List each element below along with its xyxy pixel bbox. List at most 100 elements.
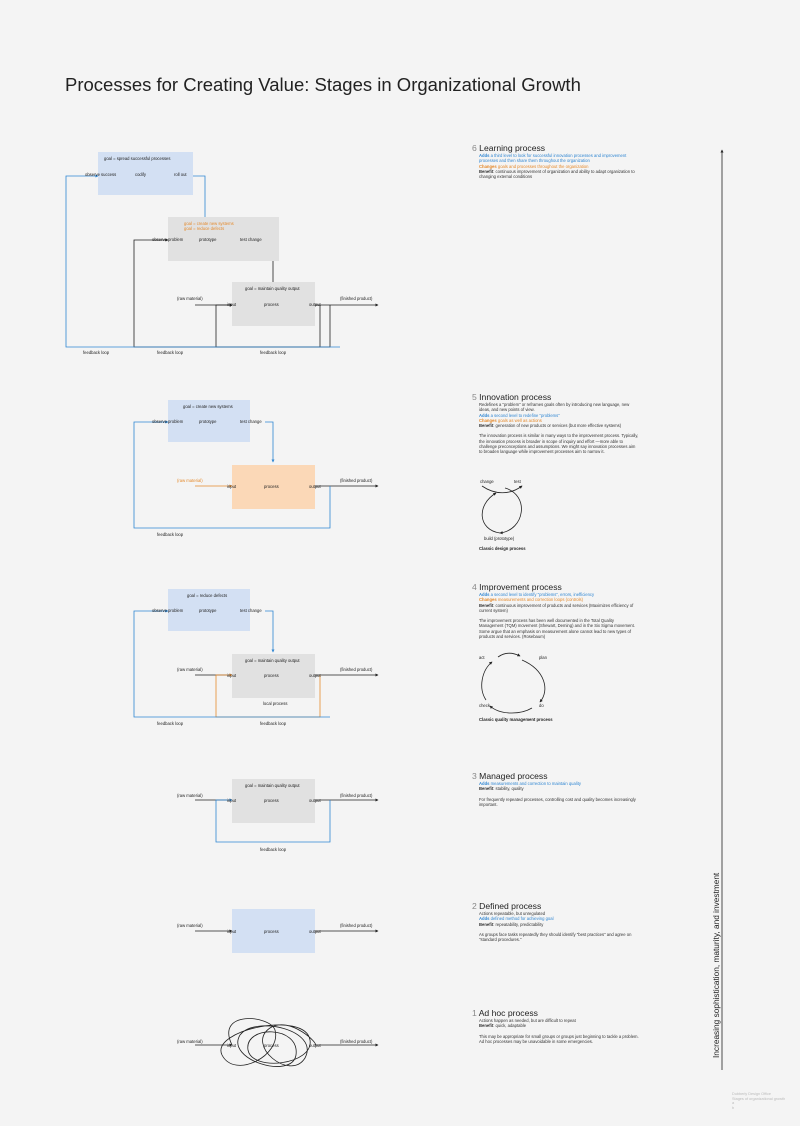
stage-2-number: 2 bbox=[472, 901, 477, 911]
s6-output: output bbox=[309, 302, 321, 307]
s5-feedback: feedback loop bbox=[157, 532, 184, 537]
stage-5-heading: 5 Innovation process bbox=[472, 392, 551, 402]
s6-codify: codify bbox=[135, 172, 146, 177]
s4-box-reduce bbox=[168, 589, 250, 631]
s3-adds-text: measurements and correction to maintain … bbox=[490, 781, 581, 786]
s3-raw-material: (raw material) bbox=[177, 793, 203, 798]
s6-goal-maintain: goal = maintain quality output bbox=[245, 286, 300, 291]
s5-testchange bbox=[265, 421, 275, 463]
s5-raw-material: (raw material) bbox=[177, 478, 203, 483]
quality-arc-check-act bbox=[481, 661, 493, 701]
stage-6-heading: 6 Learning process bbox=[472, 143, 545, 153]
s6-finished-product: (finished product) bbox=[340, 296, 373, 301]
s6-observe-success: observe success bbox=[85, 172, 117, 177]
s3-finished-product: (finished product) bbox=[340, 793, 373, 798]
s2-intro: Actions repeatable, but unregulated bbox=[479, 911, 546, 916]
s2-finished-product: (finished product) bbox=[340, 923, 373, 928]
s2-raw-material: (raw material) bbox=[177, 923, 203, 928]
s2-adds-text: defined method for achieving goal bbox=[490, 916, 554, 922]
s4-testchange bbox=[265, 610, 275, 653]
s2-benefit-text: : repeatability, predictability bbox=[493, 921, 544, 927]
s2-output: output bbox=[309, 929, 321, 934]
s4-observe-problem: observe problem bbox=[152, 608, 184, 613]
s6-prototype: prototype bbox=[199, 237, 217, 242]
s3-adds-label: Adds bbox=[479, 781, 490, 786]
footer: Dubberly Design Office Stages of organiz… bbox=[732, 1092, 792, 1111]
s3-process: process bbox=[264, 798, 279, 803]
quality-caption: Classic quality management process bbox=[479, 717, 553, 722]
s4-input: input bbox=[227, 673, 237, 678]
stage-4-name: Improvement process bbox=[479, 582, 562, 592]
s4-changes-label: Changes bbox=[479, 597, 497, 603]
s6-rollout bbox=[192, 175, 207, 223]
s6-goal-create: goal = create new systems bbox=[184, 221, 234, 226]
s6-box-process bbox=[232, 282, 315, 326]
s6-box-spread bbox=[98, 152, 193, 195]
s4-benefit-text: : continuous improvement of products and… bbox=[479, 602, 634, 613]
s5-prototype: prototype bbox=[199, 419, 217, 424]
s6-rollout-label: roll out bbox=[174, 172, 187, 177]
stage-6-name: Learning process bbox=[479, 143, 546, 153]
s4-note: The improvement process has been well do… bbox=[479, 618, 635, 640]
s3-note: For frequently repeated processes, contr… bbox=[479, 796, 636, 807]
s5-note: The innovation process is similar in man… bbox=[479, 433, 639, 455]
s6-goal-spread: goal = spread successful processes bbox=[104, 156, 171, 161]
stage-2-desc: Actions repeatable, but unregulated Adds… bbox=[479, 911, 639, 942]
stage-5-desc: Redefines a "problem" or reframes goals … bbox=[479, 402, 639, 455]
s4-feedback-2: feedback loop bbox=[260, 721, 287, 726]
s5-test-change: test change bbox=[240, 419, 262, 424]
stage-3-number: 3 bbox=[472, 771, 477, 781]
quality-act: act bbox=[479, 655, 485, 660]
quality-do: do bbox=[539, 703, 544, 708]
s2-adds-label: Adds bbox=[479, 916, 490, 922]
s6-adds-label: Adds bbox=[479, 153, 490, 158]
s2-note: As groups face tasks repeatedly they sho… bbox=[479, 931, 632, 943]
s4-prototype: prototype bbox=[199, 608, 217, 613]
s2-benefit-label: Benefit bbox=[479, 921, 494, 927]
s4-adds-text: a second level to identify "problems", e… bbox=[490, 592, 595, 597]
s6-raw-material: (raw material) bbox=[177, 296, 203, 301]
stage-5-name: Innovation process bbox=[479, 392, 552, 402]
s4-local-process: local process bbox=[263, 701, 288, 706]
s5-process: process bbox=[264, 484, 279, 489]
quality-arc-act-plan bbox=[497, 652, 521, 658]
s1-input: input bbox=[227, 1043, 237, 1048]
stage-1-name: Ad hoc process bbox=[478, 1008, 538, 1018]
axis-label: Increasing sophistication, maturity, and… bbox=[711, 872, 721, 1058]
s1-benefit-label: Benefit bbox=[479, 1023, 494, 1029]
design-caption: Classic design process bbox=[479, 546, 526, 551]
s1-finished-product: (finished product) bbox=[340, 1039, 373, 1044]
s2-input: input bbox=[227, 929, 237, 934]
stage-3-name: Managed process bbox=[479, 771, 548, 781]
s4-raw-material: (raw material) bbox=[177, 667, 203, 672]
stage-5-number: 5 bbox=[472, 392, 477, 402]
s5-observe-problem: observe problem bbox=[152, 419, 184, 424]
s4-benefit-label: Benefit bbox=[479, 602, 494, 608]
stage-1-number: 1 bbox=[472, 1008, 477, 1018]
s6-changes-text: goals and processes throughout the organ… bbox=[497, 163, 589, 169]
s6-input: input bbox=[227, 302, 237, 307]
s6-feedback-1: feedback loop bbox=[83, 350, 110, 355]
s1-process: process bbox=[264, 1043, 279, 1048]
s6-feedback-3: feedback loop bbox=[260, 350, 287, 355]
s3-feedback: feedback loop bbox=[260, 847, 287, 852]
stage-4-number: 4 bbox=[472, 582, 477, 592]
s2-process: process bbox=[264, 929, 279, 934]
s2-box-process bbox=[232, 909, 315, 953]
footer-line-4: b bbox=[732, 1106, 735, 1111]
s5-box-create bbox=[168, 400, 250, 442]
s1-scribble bbox=[220, 1018, 316, 1067]
s4-test-change: test change bbox=[240, 608, 262, 613]
s5-adds-label: Adds bbox=[479, 412, 490, 418]
s6-benefit-label: Benefit bbox=[479, 168, 494, 174]
s5-loop bbox=[133, 420, 331, 529]
s6-box-create bbox=[168, 217, 279, 261]
s3-input: input bbox=[227, 798, 237, 803]
s1-raw-material: (raw material) bbox=[177, 1039, 203, 1044]
s3-output: output bbox=[309, 798, 321, 803]
design-cycle-right bbox=[499, 487, 522, 535]
stage-6-number: 6 bbox=[472, 143, 477, 153]
footer-line-1: Dubberly Design Office bbox=[732, 1092, 771, 1096]
stage-3-desc: Adds measurements and correction to main… bbox=[479, 781, 639, 807]
s6-adds-text: a third level to look for successful inn… bbox=[479, 153, 627, 164]
